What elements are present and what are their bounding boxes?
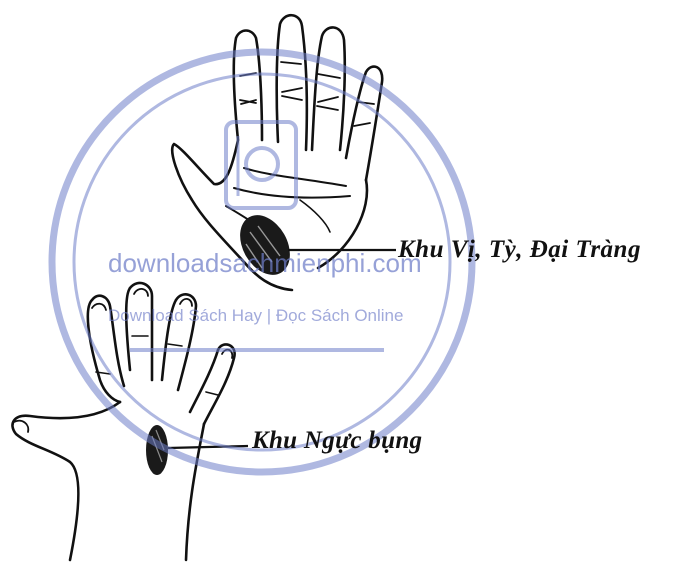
- watermark-tagline: Download Sách Hay | Đọc Sách Online: [108, 306, 403, 326]
- upper-zone-label: Khu Vị, Tỳ, Đại Tràng: [398, 236, 641, 264]
- watermark-site: downloadsachmienphi.com: [108, 248, 422, 279]
- lower-zone-label: Khu Ngực bụng: [252, 427, 422, 455]
